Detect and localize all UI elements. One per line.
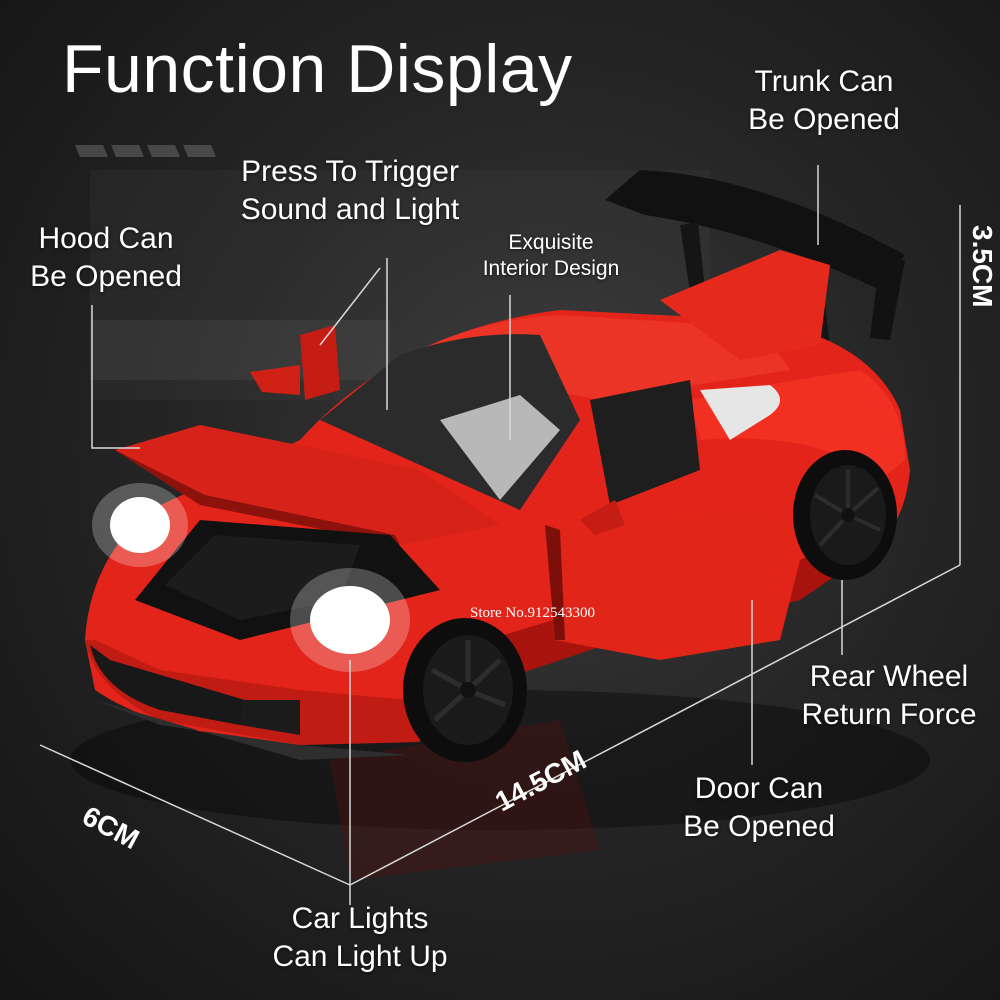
trunk-label: Trunk Can Be Opened (738, 63, 910, 138)
rear-wheel-label-line2: Return Force (801, 697, 977, 731)
press-label-line1: Press To Trigger (241, 155, 459, 188)
hood-label: Hood Can Be Opened (22, 220, 190, 295)
lights-label: Car Lights Can Light Up (255, 900, 465, 975)
hood-label-line1: Hood Can (38, 222, 174, 255)
page-title: Function Display (62, 31, 573, 107)
press-label-line2: Sound and Light (240, 192, 460, 226)
trunk-label-line1: Trunk Can (754, 65, 894, 98)
lights-label-line2: Can Light Up (272, 939, 448, 973)
trunk-label-line2: Be Opened (748, 102, 900, 136)
press-label: Press To Trigger Sound and Light (222, 153, 478, 228)
rear-wheel-label: Rear Wheel Return Force (788, 658, 990, 733)
door-label-line2: Be Opened (683, 809, 835, 843)
interior-label-line2: Interior Design (482, 257, 620, 281)
interior-label-line1: Exquisite (508, 231, 594, 254)
interior-label: Exquisite Interior Design (465, 230, 637, 283)
rear-wheel-label-line1: Rear Wheel (809, 660, 969, 693)
hood-label-line2: Be Opened (30, 259, 182, 293)
lights-label-line1: Car Lights (291, 902, 429, 935)
height-dimension: 3.5CM (967, 225, 998, 308)
store-watermark: Store No.912543300 (470, 605, 595, 621)
door-label-line1: Door Can (694, 772, 824, 805)
door-label: Door Can Be Opened (670, 770, 848, 845)
